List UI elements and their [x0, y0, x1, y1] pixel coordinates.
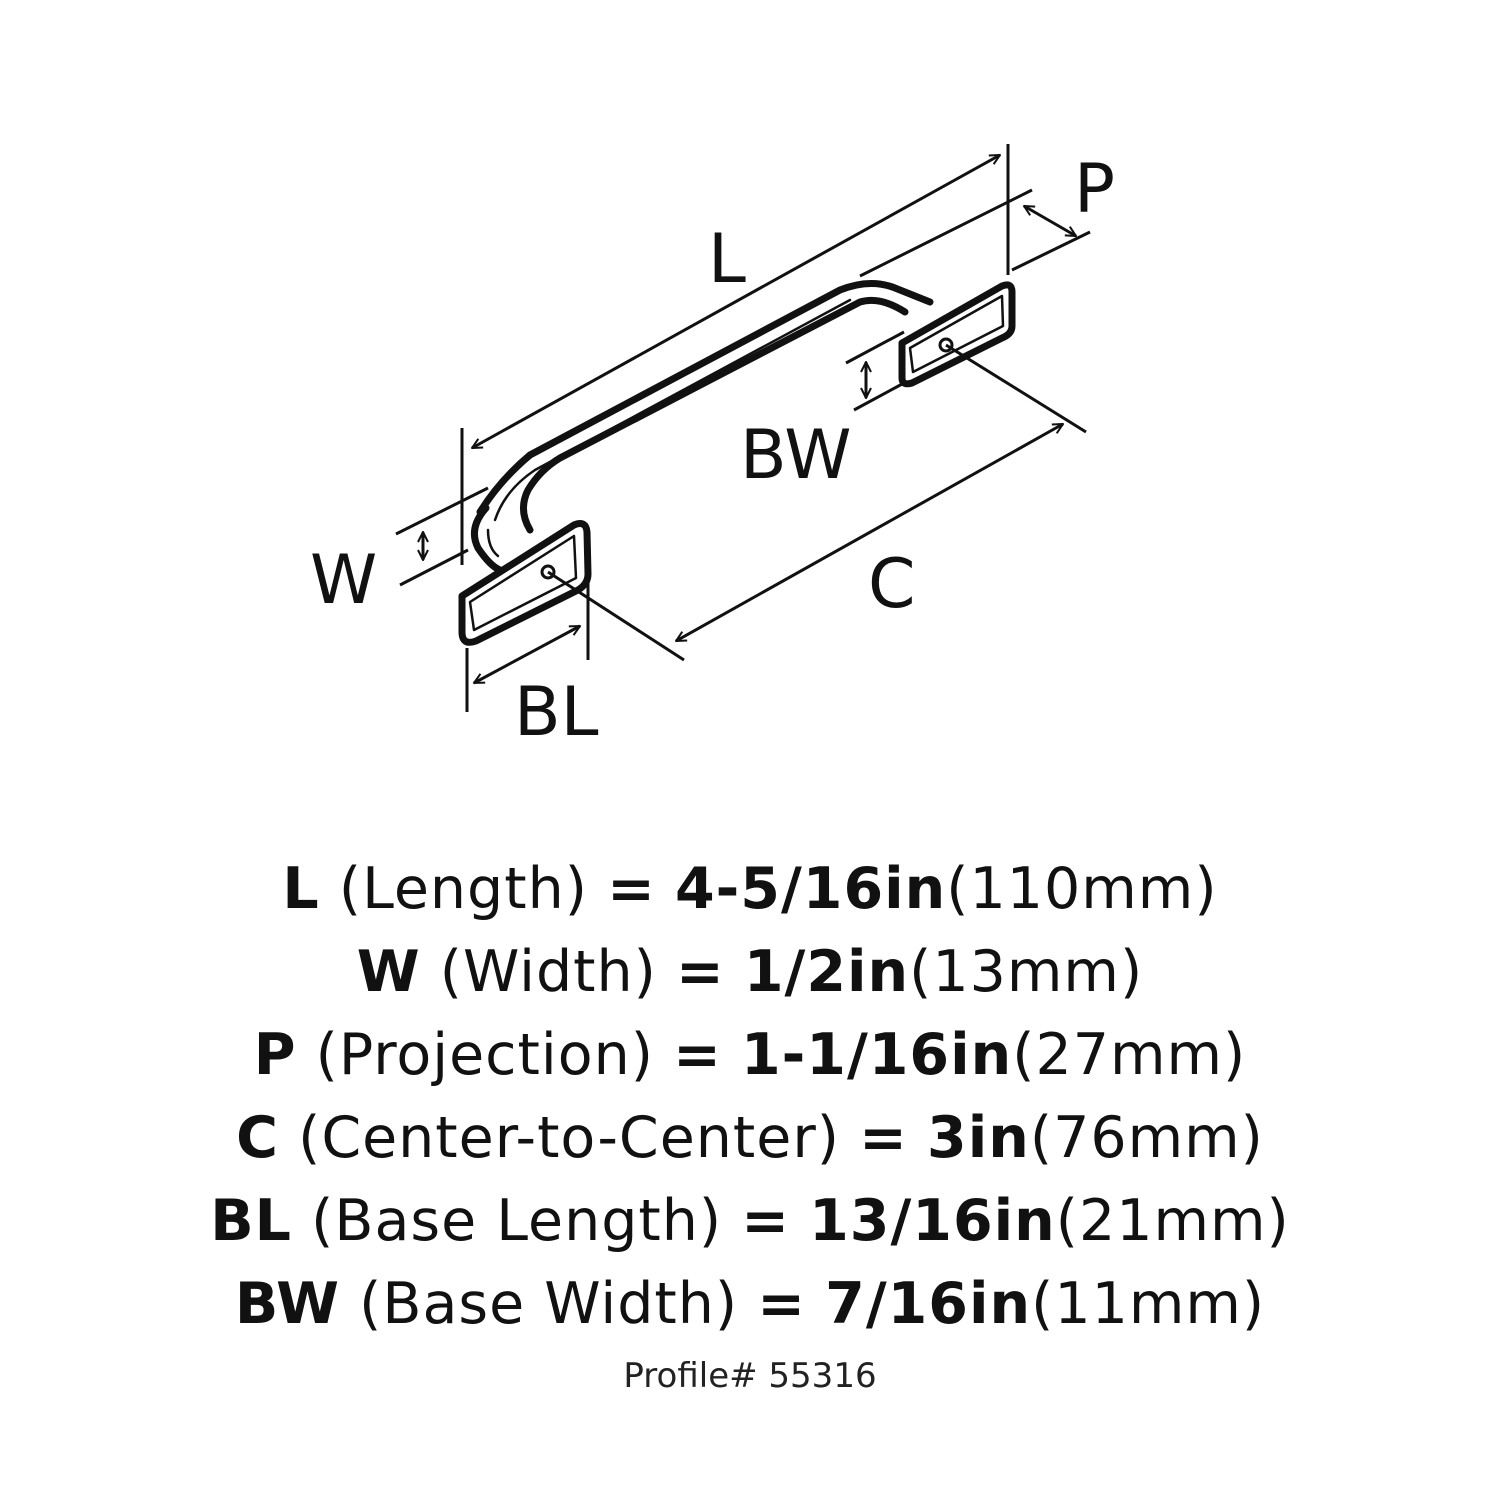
dimension-specs: L (Length) = 4-5/16in(110mm) W (Width) =…	[0, 848, 1500, 1346]
spec-imperial: 1/2in	[743, 939, 910, 1005]
label-length: L	[708, 220, 746, 299]
dimension-lines	[395, 144, 1091, 712]
spec-row-center: C (Center-to-Center) = 3in(76mm)	[0, 1097, 1500, 1180]
spec-desc: (Projection)	[315, 1022, 654, 1088]
spec-imperial: 3in	[927, 1105, 1030, 1171]
spec-abbr: W	[356, 939, 421, 1005]
handle-drawing	[458, 280, 1016, 646]
label-base-length: BL	[514, 673, 599, 752]
spec-metric: (13mm)	[909, 939, 1144, 1005]
spec-metric: (110mm)	[946, 856, 1218, 922]
left-base-plate	[458, 520, 592, 646]
handle-bar	[470, 280, 934, 574]
spec-row-length: L (Length) = 4-5/16in(110mm)	[0, 848, 1500, 931]
spec-desc: (Width)	[439, 939, 657, 1005]
spec-row-width: W (Width) = 1/2in(13mm)	[0, 931, 1500, 1014]
length-dimension	[472, 153, 1000, 450]
spec-imperial: 4-5/16in	[674, 856, 947, 922]
spec-desc: (Length)	[338, 856, 588, 922]
spec-metric: (11mm)	[1031, 1271, 1266, 1337]
label-width: W	[310, 541, 377, 620]
spec-imperial: 7/16in	[825, 1271, 1032, 1337]
spec-eq: =	[859, 1105, 908, 1171]
spec-row-base-width: BW (Base Width) = 7/16in(11mm)	[0, 1263, 1500, 1346]
spec-abbr: L	[282, 856, 320, 922]
handle-dimension-diagram: L P BW W C BL	[310, 144, 1115, 752]
spec-imperial: 1-1/16in	[740, 1022, 1013, 1088]
spec-eq: =	[757, 1271, 807, 1337]
spec-row-base-length: BL (Base Length) = 13/16in(21mm)	[0, 1180, 1500, 1263]
spec-desc: (Base Length)	[311, 1188, 723, 1254]
spec-imperial: 13/16in	[809, 1188, 1056, 1254]
projection-dimension	[1024, 204, 1076, 238]
label-projection: P	[1074, 150, 1115, 229]
spec-metric: (27mm)	[1012, 1022, 1247, 1088]
spec-abbr: C	[236, 1105, 279, 1171]
spec-desc: (Base Width)	[359, 1271, 739, 1337]
spec-eq: =	[607, 856, 656, 922]
spec-abbr: BL	[210, 1188, 292, 1254]
spec-abbr: P	[253, 1022, 297, 1088]
spec-eq: =	[741, 1188, 791, 1254]
label-center: C	[868, 545, 915, 624]
spec-metric: (76mm)	[1029, 1105, 1264, 1171]
left-screw-hole	[540, 564, 556, 580]
spec-row-projection: P (Projection) = 1-1/16in(27mm)	[0, 1014, 1500, 1097]
spec-abbr: BW	[234, 1271, 341, 1337]
spec-metric: (21mm)	[1055, 1188, 1290, 1254]
center-dimension	[676, 422, 1063, 643]
profile-number: Profile# 55316	[623, 1356, 877, 1396]
spec-eq: =	[675, 939, 725, 1005]
spec-desc: (Center-to-Center)	[298, 1105, 841, 1171]
label-base-width: BW	[740, 416, 851, 495]
base-length-dimension	[474, 624, 580, 685]
spec-eq: =	[673, 1022, 722, 1088]
